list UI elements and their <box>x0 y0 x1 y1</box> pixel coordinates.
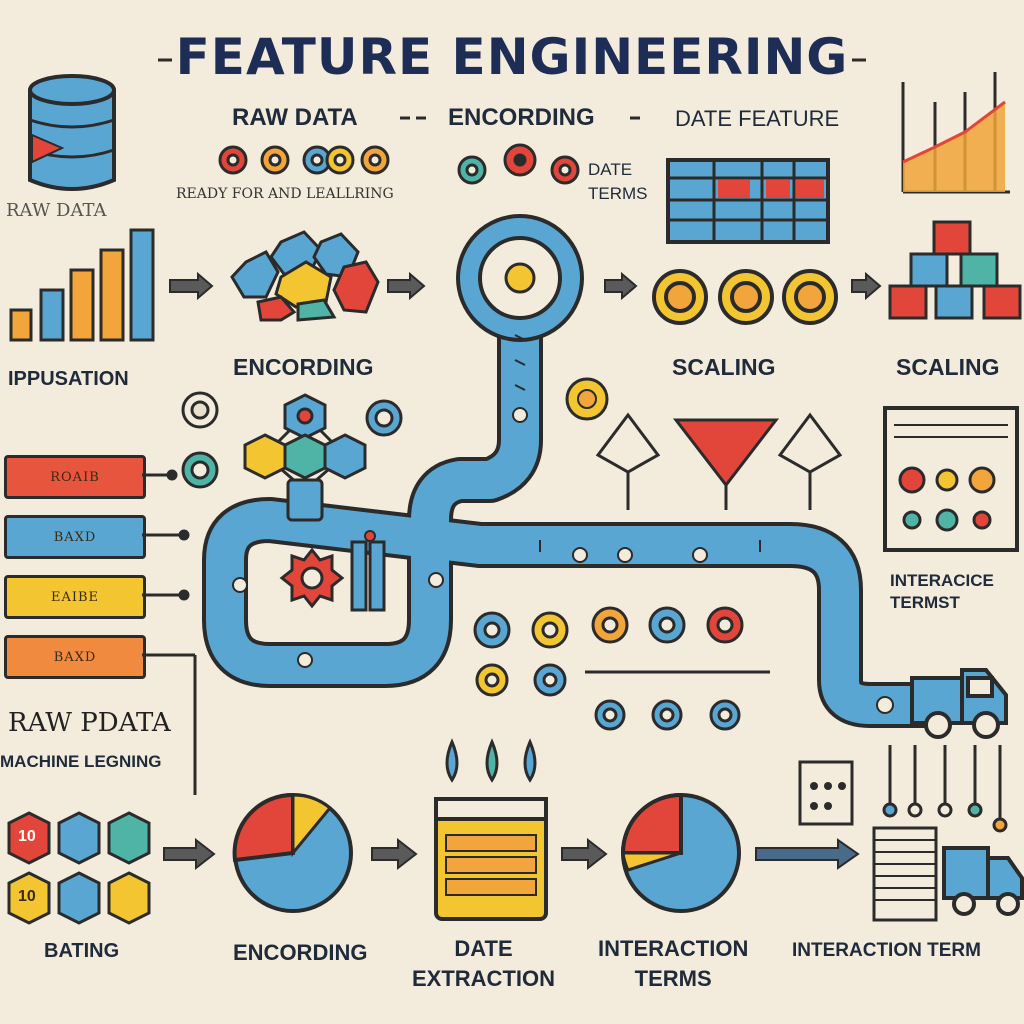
hex-cluster-icon <box>230 230 380 322</box>
ippusation-label: IPPUSATION <box>8 368 129 390</box>
line-chart-icon <box>901 72 1010 194</box>
bar-chart-icon <box>9 228 155 342</box>
hex-grid-icon <box>7 811 151 925</box>
scaling-circles-icon <box>652 269 838 325</box>
cubes-icon <box>888 220 1022 320</box>
vertical-bars-icon <box>350 530 386 612</box>
left-bar-1: ROAIB <box>4 455 146 499</box>
arrow-icons-row2 <box>163 837 860 871</box>
arrow-icons-row1 <box>169 271 882 301</box>
droplet-icons <box>445 738 537 783</box>
raw-data-left-label: RAW DATA <box>6 200 107 221</box>
circle-grid-icon <box>473 606 770 731</box>
left-bar-connectors <box>142 469 197 795</box>
truck-icon <box>910 668 1008 739</box>
node-network-icon <box>243 393 403 522</box>
top-circle-row <box>218 143 580 185</box>
calendar-table-icon <box>666 158 830 244</box>
yellow-target-small <box>565 377 609 421</box>
title-dash-left <box>158 58 172 62</box>
data-jar-icon <box>434 797 548 921</box>
machine-leaning-label: MACHINE LEGNING <box>0 752 162 771</box>
encording-bottom-label: ENCORDING <box>233 940 368 965</box>
interaction-terms-label: INTERACTION TERMS <box>598 936 749 991</box>
striped-table-icon <box>872 826 938 922</box>
title-dash-right <box>852 58 866 62</box>
top-dashes <box>400 116 640 120</box>
left-bar-2: BAXD <box>4 515 146 559</box>
scaling-right-label: SCALING <box>896 354 1000 380</box>
encording-top-label: ENCORDING <box>448 104 595 131</box>
hex-number-1: 10 <box>18 828 36 845</box>
raw-data-top-label: RAW DATA <box>232 104 358 131</box>
left-bar-3: EAIBE <box>4 575 146 619</box>
page-title: FEATURE ENGINEERING <box>175 28 849 86</box>
truck-icon-2 <box>942 846 1024 916</box>
bating-label: BATING <box>44 940 120 962</box>
interacice-terms-label: INTERACICE TERMST <box>890 571 994 612</box>
interaction-panel-icon <box>883 406 1019 552</box>
ready-for-label: READY FOR AND LEALLRING <box>176 186 394 202</box>
pie-chart-icon-2 <box>620 792 741 913</box>
hex-number-2: 10 <box>18 888 36 905</box>
dot-panel-icon <box>798 760 854 826</box>
scaling-mid-label: SCALING <box>672 354 776 380</box>
date-terms-label: DATE TERMS <box>588 160 648 203</box>
interaction-term-right-label: INTERACTION TERM <box>792 940 981 961</box>
left-bar-4: BAXD <box>4 635 146 679</box>
database-icon <box>28 74 116 191</box>
hanging-tags-icon <box>882 745 1008 833</box>
left-circles <box>181 391 219 489</box>
gear-icon <box>279 547 345 609</box>
pie-chart-icon-1 <box>232 792 353 913</box>
triangle-icons <box>595 412 843 510</box>
date-feature-top-label: DATE FEATURE <box>675 106 840 131</box>
date-extraction-label: DATE EXTRACTION <box>412 936 555 991</box>
raw-pdata-label: RAW PDATA <box>8 708 171 738</box>
encording-mid-label: ENCORDING <box>233 354 374 380</box>
